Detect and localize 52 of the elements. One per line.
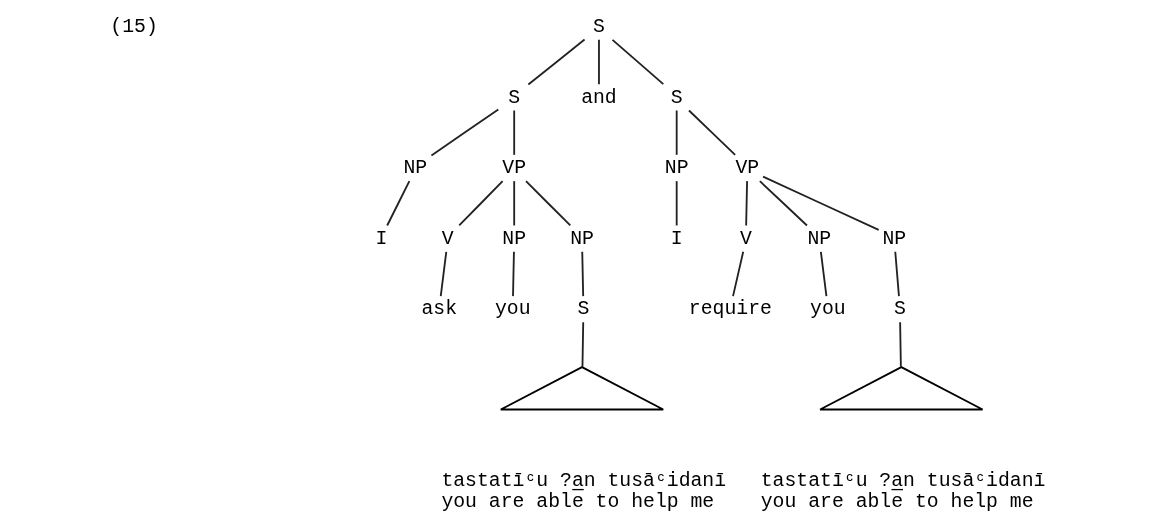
connector bbox=[688, 109, 737, 156]
connector bbox=[513, 180, 516, 227]
node-text: ask bbox=[421, 298, 458, 321]
node-triangle bbox=[819, 366, 984, 411]
connector bbox=[458, 180, 504, 227]
connector bbox=[598, 38, 600, 86]
connector bbox=[611, 38, 665, 86]
node-text: NP bbox=[664, 157, 689, 180]
node-text: NP bbox=[502, 227, 527, 250]
node-text: S bbox=[593, 15, 605, 38]
connector bbox=[762, 175, 880, 231]
node-label: you are able to help me bbox=[760, 491, 1034, 514]
node-text: S bbox=[670, 86, 683, 109]
connector bbox=[899, 321, 902, 368]
connector bbox=[513, 109, 516, 156]
connector bbox=[386, 180, 411, 227]
node-label: tastatīᶜu ?a̲n tusāᶜidanī bbox=[441, 470, 727, 493]
node-text: I bbox=[375, 227, 388, 250]
node-text: VP bbox=[735, 157, 760, 180]
connector bbox=[758, 180, 808, 227]
node-text: NP bbox=[403, 157, 428, 180]
node-text: NP bbox=[882, 227, 907, 250]
node-text: you bbox=[494, 298, 531, 321]
node-text: V bbox=[739, 227, 752, 250]
node-label: you are able to help me bbox=[441, 491, 715, 514]
connector bbox=[581, 250, 585, 298]
connector bbox=[430, 108, 500, 157]
node-text: I bbox=[670, 227, 683, 250]
node-text: NP bbox=[807, 227, 832, 250]
node-text: S bbox=[893, 298, 906, 321]
connector bbox=[894, 250, 900, 298]
connector bbox=[745, 180, 748, 227]
connector bbox=[512, 250, 515, 298]
node-text: require bbox=[688, 298, 772, 321]
connector bbox=[675, 180, 678, 227]
connector bbox=[675, 109, 678, 156]
connector bbox=[525, 180, 572, 227]
connector bbox=[819, 250, 828, 298]
connector bbox=[439, 250, 448, 298]
node-label: tastatīᶜu ?a̲n tusāᶜidanī bbox=[760, 470, 1046, 493]
node-text: you bbox=[810, 298, 846, 321]
node-triangle bbox=[499, 366, 665, 411]
node-text: S bbox=[577, 298, 590, 321]
label: (15) bbox=[110, 15, 158, 38]
node-text: NP bbox=[570, 227, 594, 250]
node-text: and bbox=[581, 86, 617, 109]
node-text: VP bbox=[502, 157, 527, 180]
node-text: V bbox=[441, 227, 454, 250]
connector bbox=[581, 321, 585, 368]
node-text: S bbox=[508, 86, 521, 109]
connector bbox=[527, 38, 586, 86]
connector bbox=[732, 250, 745, 298]
